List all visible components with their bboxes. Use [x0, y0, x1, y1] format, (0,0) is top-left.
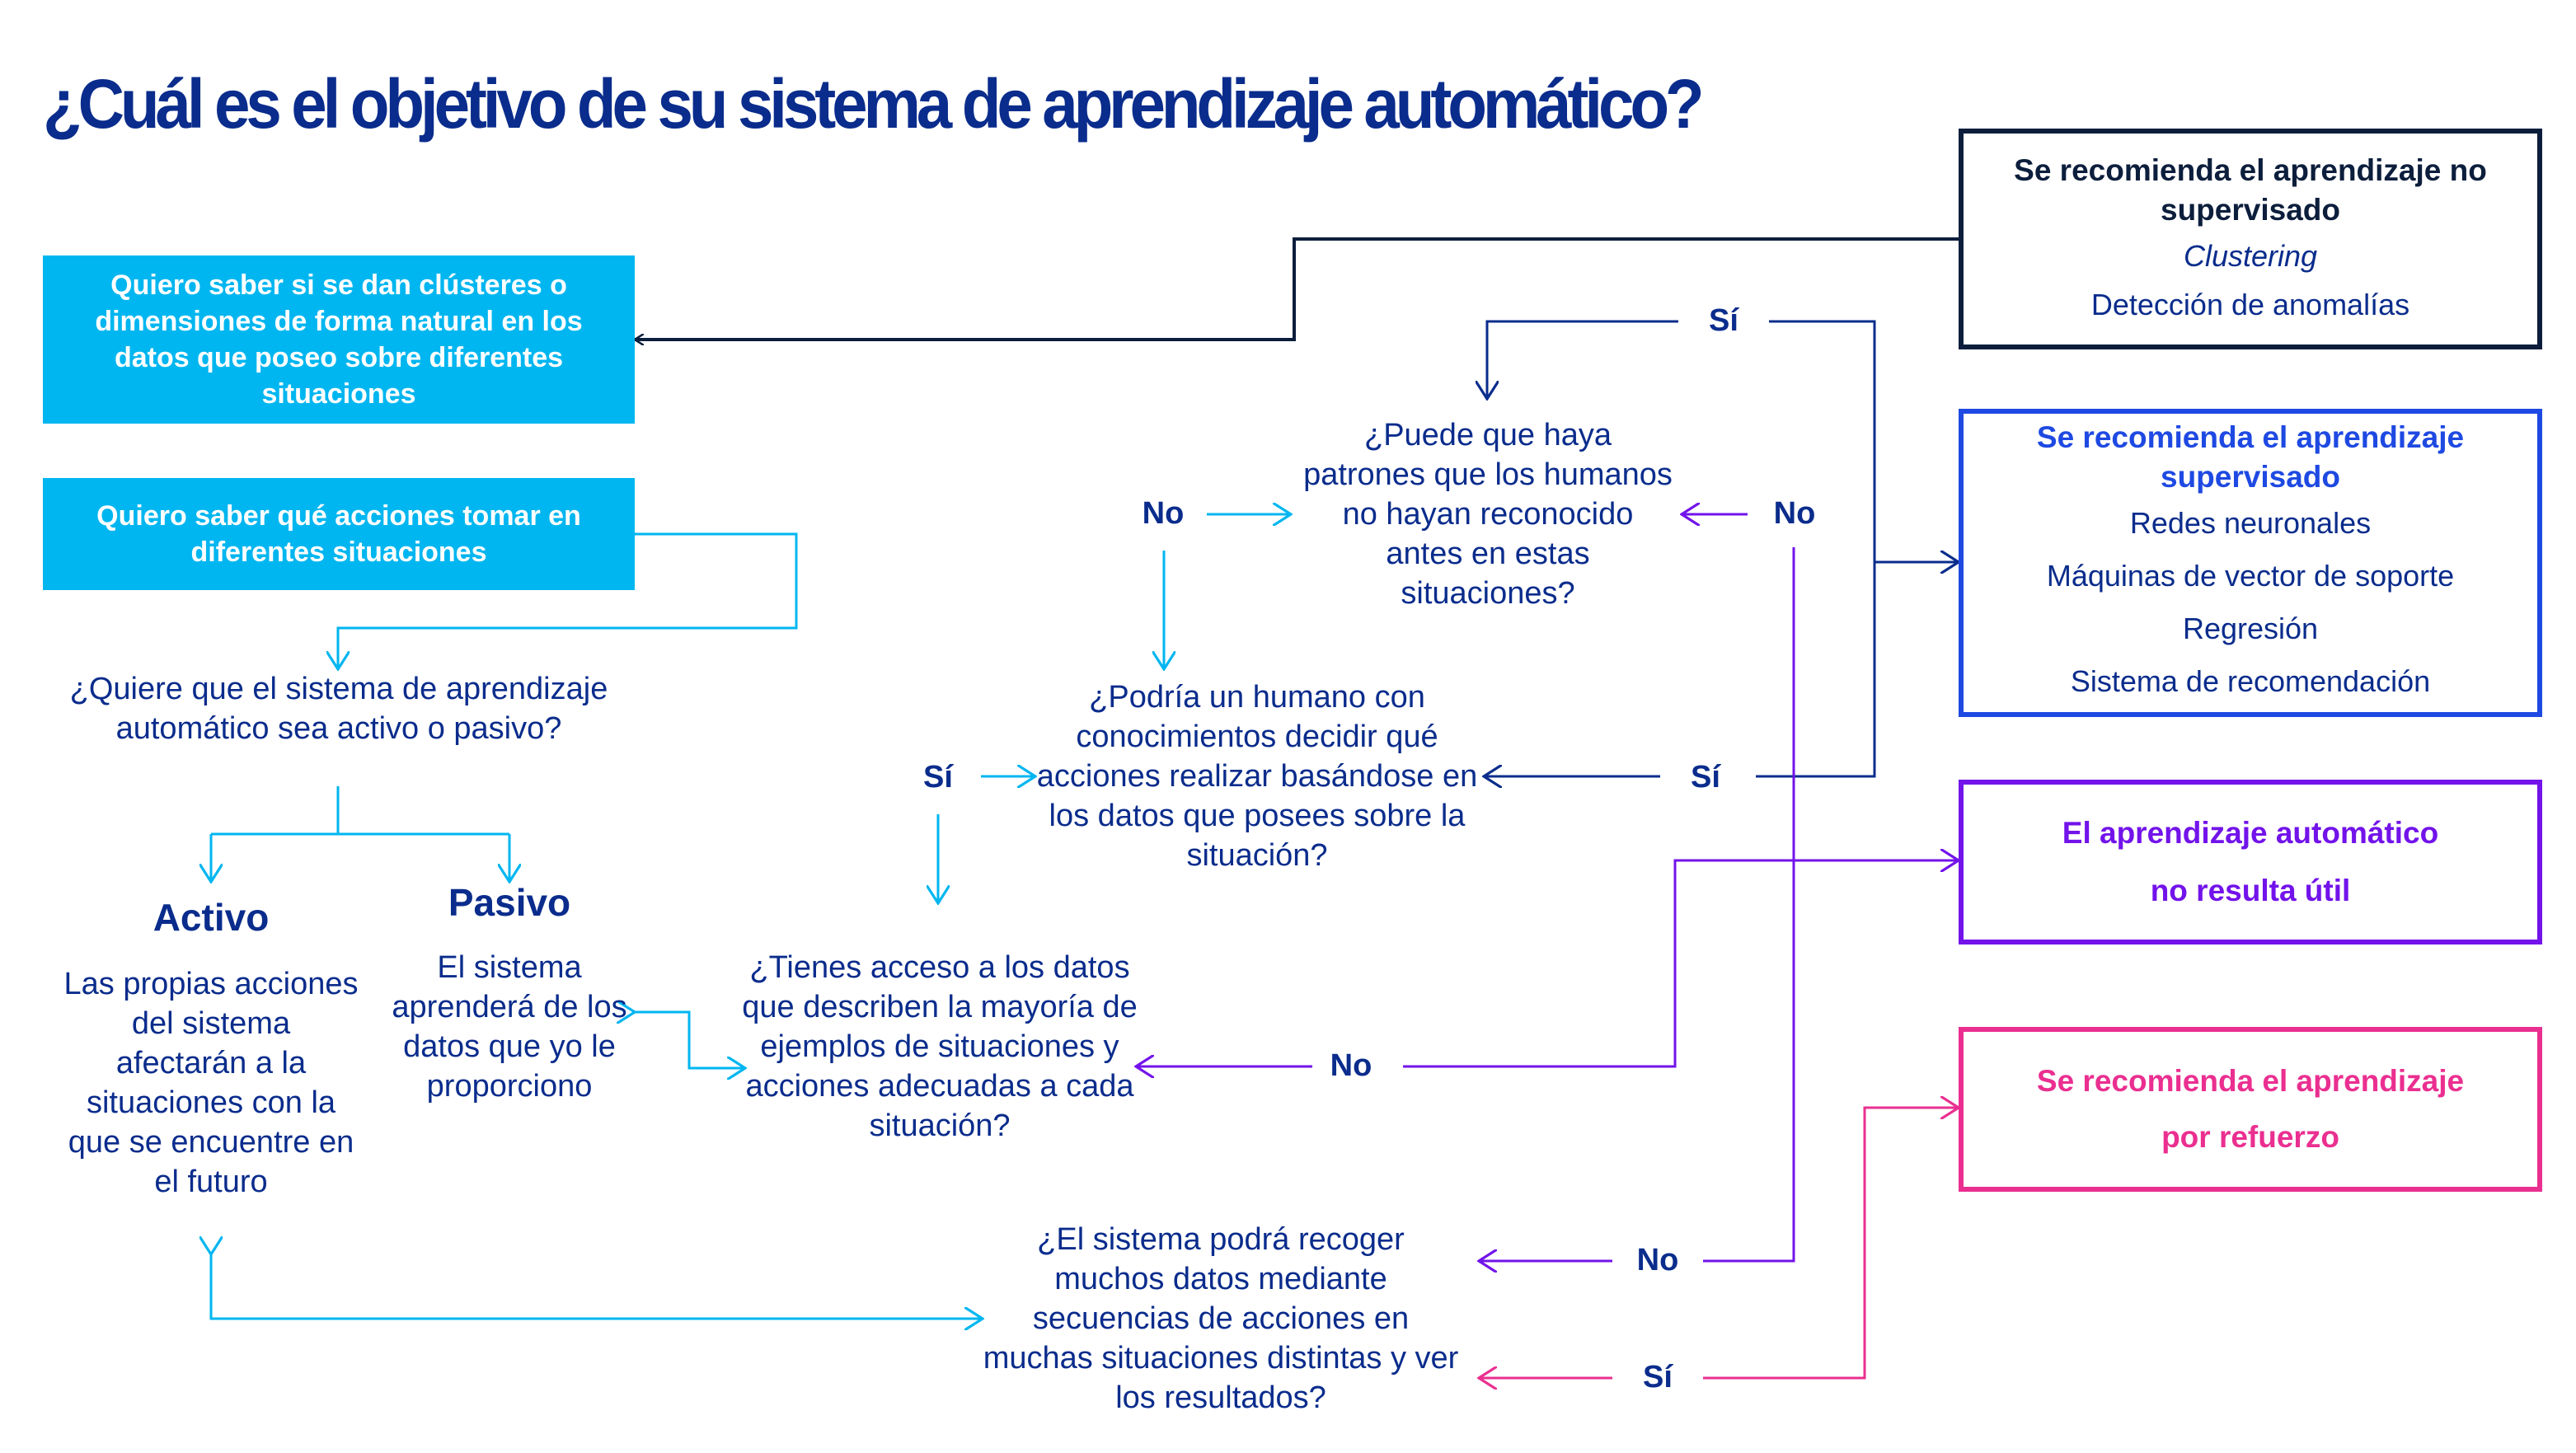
page-title: ¿Cuál es el objetivo de su sistema de ap…	[43, 65, 1705, 143]
clusters-box: Quiero saber si se dan clústeres o dimen…	[43, 255, 635, 424]
option-activo-label: Activo	[152, 896, 270, 939]
result-no-supervisado-item: Detección de anomalías	[2090, 288, 2410, 321]
result-supervisado: Se recomienda el aprendizaje supervisado…	[1959, 409, 2542, 717]
option-activo-text: Las propias acciones del sistema afectar…	[63, 967, 359, 1199]
line-to-refuerzo	[1703, 1108, 1959, 1380]
question-patrones: ¿Puede que haya patrones que los humanos…	[1303, 418, 1673, 611]
edge-label-si-humano-right: Sí	[1691, 760, 1720, 794]
question-activo-pasivo: ¿Quiere que el sistema de aprendizaje au…	[69, 672, 608, 746]
result-no-util-heading: El aprendizaje automático no resulta úti…	[2062, 816, 2439, 907]
edge-label-si-top: Sí	[1709, 303, 1738, 338]
line-acciones-to-activo-pasivo	[338, 534, 798, 669]
result-supervisado-item: Regresión	[2182, 612, 2319, 645]
result-supervisado-item: Redes neuronales	[2129, 506, 2372, 540]
line-no-util	[1403, 860, 1959, 1068]
option-pasivo-label: Pasivo	[448, 881, 571, 924]
line-si-top-to-patrones	[1487, 320, 1678, 399]
line-clusters-to-no-supervisado	[635, 239, 1959, 340]
edge-label-no-left: No	[1142, 496, 1185, 531]
edge-label-no-recoger: No	[1636, 1243, 1679, 1277]
result-refuerzo: Se recomienda el aprendizaje por refuerz…	[1959, 1027, 2542, 1192]
edge-label-si-recoger: Sí	[1643, 1360, 1673, 1394]
acciones-box: Quiero saber qué acciones tomar en difer…	[43, 478, 635, 590]
edge-label-no-acceso: No	[1330, 1048, 1372, 1083]
question-recoger: ¿El sistema podrá recoger muchos datos m…	[983, 1222, 1459, 1415]
result-no-supervisado: Se recomienda el aprendizaje no supervis…	[1959, 129, 2542, 349]
edge-label-si-humano-left: Sí	[923, 760, 953, 794]
line-no-right-down	[1703, 547, 1795, 1263]
result-supervisado-item: Sistema de recomendación	[2070, 664, 2431, 698]
line-activo-to-recoger	[211, 1254, 983, 1319]
result-refuerzo-heading: Se recomienda el aprendizaje por refuerz…	[2036, 1064, 2465, 1154]
option-pasivo-text: El sistema aprenderá de los datos que yo…	[392, 950, 627, 1104]
result-no-supervisado-heading: Se recomienda el aprendizaje no supervis…	[2014, 153, 2487, 227]
edge-label-no-right: No	[1773, 496, 1816, 531]
question-acceso: ¿Tienes acceso a los datos que describen…	[742, 950, 1138, 1143]
line-split-activo-pasivo	[209, 786, 511, 882]
line-pasivo-to-acceso	[635, 1012, 745, 1068]
result-no-supervisado-item: Clustering	[2183, 239, 2318, 273]
result-no-util: El aprendizaje automático no resulta úti…	[1959, 780, 2542, 944]
acciones-box-text: Quiero saber qué acciones tomar en difer…	[96, 500, 581, 568]
result-supervisado-heading: Se recomienda el aprendizaje supervisado	[2036, 420, 2465, 494]
clusters-box-text: Quiero saber si se dan clústeres o dimen…	[95, 270, 583, 410]
question-humano: ¿Podría un humano con conocimientos deci…	[1036, 680, 1478, 873]
result-supervisado-item: Máquinas de vector de soporte	[2046, 559, 2455, 593]
